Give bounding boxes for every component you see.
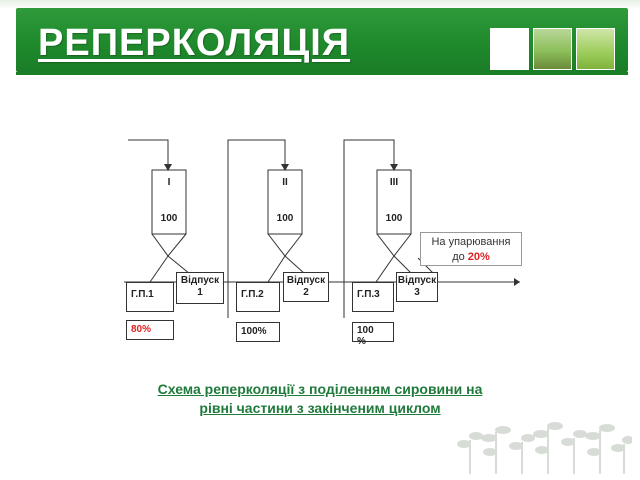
arrow-head-3 xyxy=(390,164,398,171)
caption-line-2: рівні частини з закінченим циклом xyxy=(199,400,441,416)
feed-line-3 xyxy=(343,139,395,318)
otpusk-2-line1: Відпуск xyxy=(286,275,326,286)
sprout-icon xyxy=(611,436,632,474)
sprout-icon xyxy=(457,432,483,474)
otpusk-1-line2: 1 xyxy=(197,287,203,298)
percolator-2 xyxy=(267,169,303,235)
otpusk-box-1: Відпуск 1 xyxy=(176,272,224,304)
column-1-roman: I xyxy=(167,177,171,188)
note-line-1: На упарювання xyxy=(431,236,511,248)
slide-header: РЕПЕРКОЛЯЦІЯ xyxy=(0,0,640,78)
gp-label-3: Г.П.3 xyxy=(357,289,380,300)
arrow-head-output xyxy=(514,278,520,286)
cone-1 xyxy=(151,233,187,257)
otpusk-box-2: Відпуск 2 xyxy=(283,272,329,302)
arrow-head-2 xyxy=(281,164,289,171)
cone-3 xyxy=(376,233,412,257)
sprouts-decoration xyxy=(457,422,632,474)
column-2-value: 100 xyxy=(276,213,294,224)
split-right-3 xyxy=(393,255,413,275)
split-right-1 xyxy=(167,255,191,275)
note-line-2: до 20% xyxy=(421,250,521,265)
gp-label-1: Г.П.1 xyxy=(131,289,154,300)
split-left-2 xyxy=(267,255,286,283)
sprout-icon xyxy=(509,434,535,474)
sprout-icon xyxy=(585,424,615,474)
arrow-head-1 xyxy=(164,164,172,171)
diagram-caption: Схема реперколяції з поділенням сировини… xyxy=(112,380,528,418)
otpusk-1-line1: Відпуск xyxy=(180,275,220,286)
percent-box-1: 80% xyxy=(126,320,174,340)
otpusk-2-line2: 2 xyxy=(303,287,309,298)
percent-box-2: 100% xyxy=(236,322,280,342)
split-left-1 xyxy=(149,255,169,283)
percent-value-2: 100% xyxy=(241,326,267,337)
gp-box-1: Г.П.1 xyxy=(126,282,174,312)
percent-box-3: 100 % xyxy=(352,322,394,347)
note-prefix: до xyxy=(452,251,468,263)
percolator-1 xyxy=(151,169,187,235)
percent-value-1: 80% xyxy=(131,324,152,335)
note-percent: 20% xyxy=(467,251,490,263)
gp-label-2: Г.П.2 xyxy=(241,289,264,300)
percent-value-3: 100 xyxy=(357,325,374,336)
otpusk-3-line1: Відпуск xyxy=(397,275,437,286)
slide-title: РЕПЕРКОЛЯЦІЯ xyxy=(38,22,351,64)
column-2-roman: II xyxy=(282,177,288,188)
gp-box-3: Г.П.3 xyxy=(352,282,394,312)
sprout-icon xyxy=(533,422,563,474)
feed-line-1 xyxy=(128,139,169,165)
evaporation-note: На упарювання до 20% xyxy=(420,232,522,266)
otpusk-3-line2: 3 xyxy=(414,287,420,298)
feed-line-2 xyxy=(227,139,286,318)
caption-line-1: Схема реперколяції з поділенням сировини… xyxy=(157,381,483,397)
green-leaf-image xyxy=(576,28,615,70)
cone-2 xyxy=(267,233,303,257)
column-3-value: 100 xyxy=(385,213,403,224)
title-underline-bar xyxy=(16,72,628,75)
split-left-3 xyxy=(375,255,395,283)
column-1-value: 100 xyxy=(160,213,178,224)
gp-box-2: Г.П.2 xyxy=(236,282,280,312)
percolator-3 xyxy=(376,169,412,235)
decor-thumbnail-blank xyxy=(490,28,529,70)
split-right-2 xyxy=(284,255,306,275)
otpusk-box-3: Відпуск 3 xyxy=(396,272,438,302)
sprout-icon xyxy=(561,430,587,474)
column-3-roman: III xyxy=(389,177,399,188)
percent-unit-3: % xyxy=(357,336,366,347)
sprout-soil-image xyxy=(533,28,572,70)
sprout-icon xyxy=(481,426,511,474)
